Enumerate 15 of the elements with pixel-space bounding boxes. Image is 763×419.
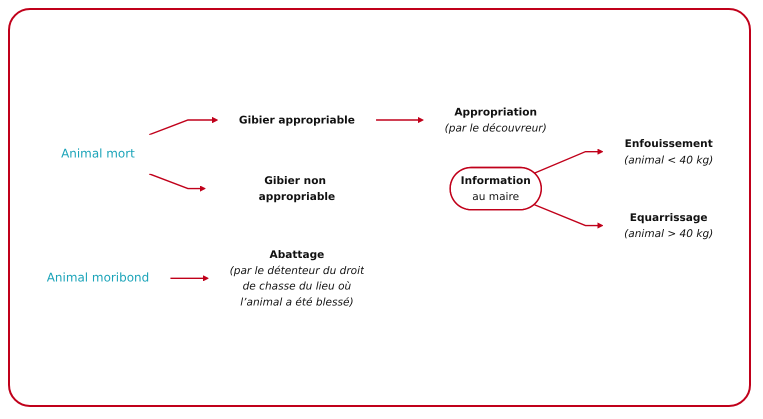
node-text: Appropriation (par le découvreur) xyxy=(444,106,546,135)
arrow xyxy=(148,117,218,136)
arrow xyxy=(534,149,603,174)
node-text: Gibier appropriable xyxy=(238,114,354,127)
arrow xyxy=(148,174,206,192)
arrow xyxy=(376,117,424,124)
node-text: Gibier non appropriable xyxy=(258,174,335,204)
node-text: Animal moribond xyxy=(46,271,149,286)
arrow xyxy=(534,204,603,230)
node-text: Equarrissage (animal > 40 kg) xyxy=(624,212,713,240)
node-text: Abattage (par le détenteur du droit de chasse du lieu où l’animal a été blessé) xyxy=(229,248,364,309)
flowchart: Animal mort Gibier appropriable Appropriation (par le découvreur) Gibier non appropriable Information au maire Enfouissement (animal < 40 kg) Equarrissage (animal > 40 kg) Animal moribond Abattage (par le détenteur du droit de chasse du lieu où l’animal a été blessé) xyxy=(20,88,740,327)
arrow xyxy=(170,276,208,282)
node-text: Animal mort xyxy=(60,147,134,162)
node-text: Enfouissement (animal < 40 kg) xyxy=(624,138,713,166)
